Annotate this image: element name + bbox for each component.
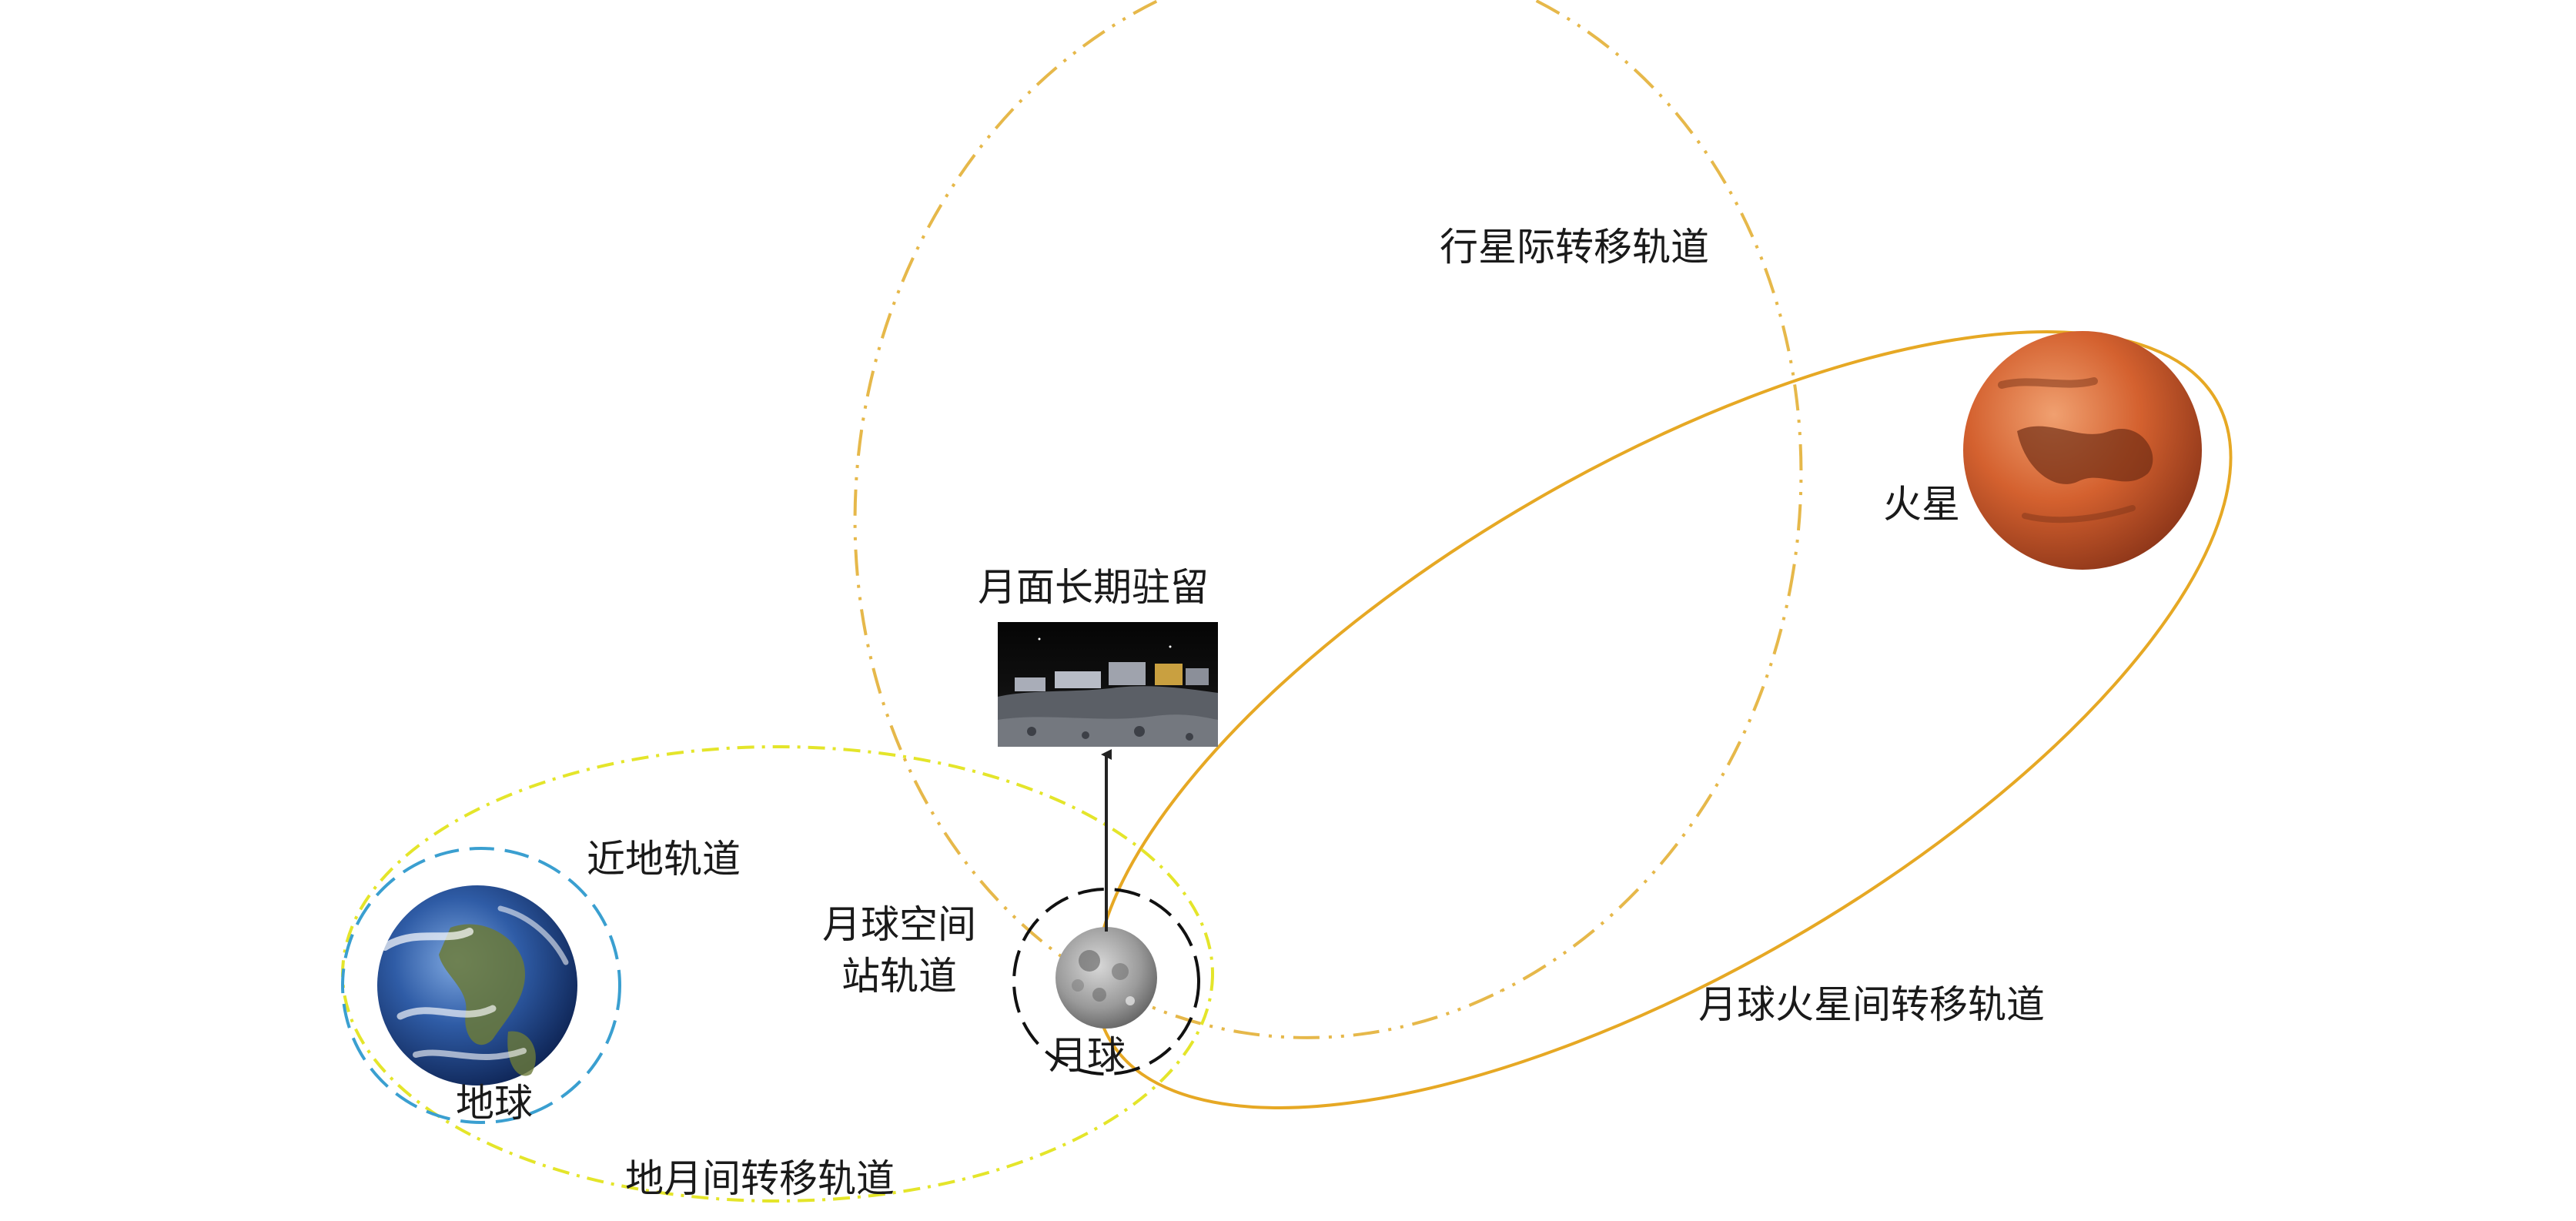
moon-label: 月球 bbox=[1049, 1033, 1126, 1078]
mars-label: 火星 bbox=[1883, 482, 1960, 527]
lunar-surface-image bbox=[998, 622, 1218, 747]
near-earth-orbit bbox=[341, 847, 621, 1124]
earth-label: 地球 bbox=[456, 1081, 533, 1126]
moon-mars-transfer-orbit bbox=[1093, 330, 2233, 1109]
lunar-station-orbit bbox=[1012, 888, 1200, 1075]
earth-moon-transfer-label: 地月间转移轨道 bbox=[625, 1156, 895, 1201]
lunar-surface-stay-label: 月面长期驻留 bbox=[978, 565, 1209, 610]
interplanetary-transfer-label: 行星际转移轨道 bbox=[1440, 225, 1709, 269]
interplanetary-transfer-orbit bbox=[853, 0, 1803, 1039]
lunar-station-orbit-label-line1: 月球空间 bbox=[822, 902, 976, 947]
near-earth-orbit-label: 近地轨道 bbox=[587, 837, 741, 881]
lunar-station-orbit-label-line2: 站轨道 bbox=[841, 954, 957, 999]
earth-image bbox=[377, 885, 577, 1086]
moon-image bbox=[1055, 927, 1157, 1029]
moon-mars-transfer-label: 月球火星间转移轨道 bbox=[1698, 982, 2045, 1027]
mars-image bbox=[1963, 331, 2202, 570]
